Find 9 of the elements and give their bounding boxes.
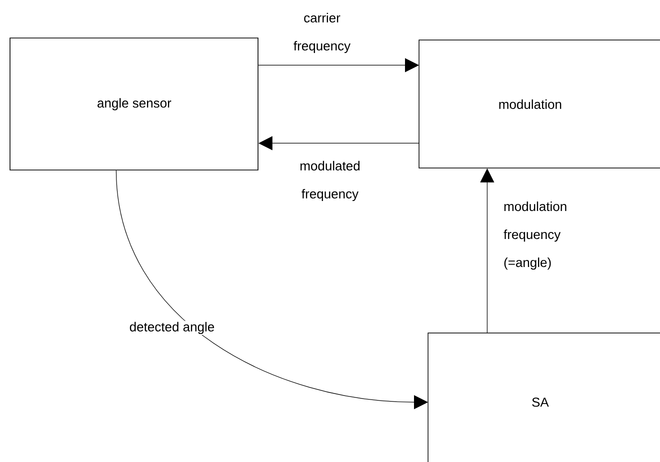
arrow [116,170,428,410]
process-box: SA [428,332,660,462]
edge-label: detected angle [128,320,216,336]
edge-label: modulated frequency [300,160,360,202]
process-box: angle sensor [10,38,258,170]
edge-label: modulation frequency (=angle) [504,202,566,270]
edge-label: carrier frequency [294,12,351,54]
process-box: modulation [418,40,660,168]
arrow [258,58,419,72]
